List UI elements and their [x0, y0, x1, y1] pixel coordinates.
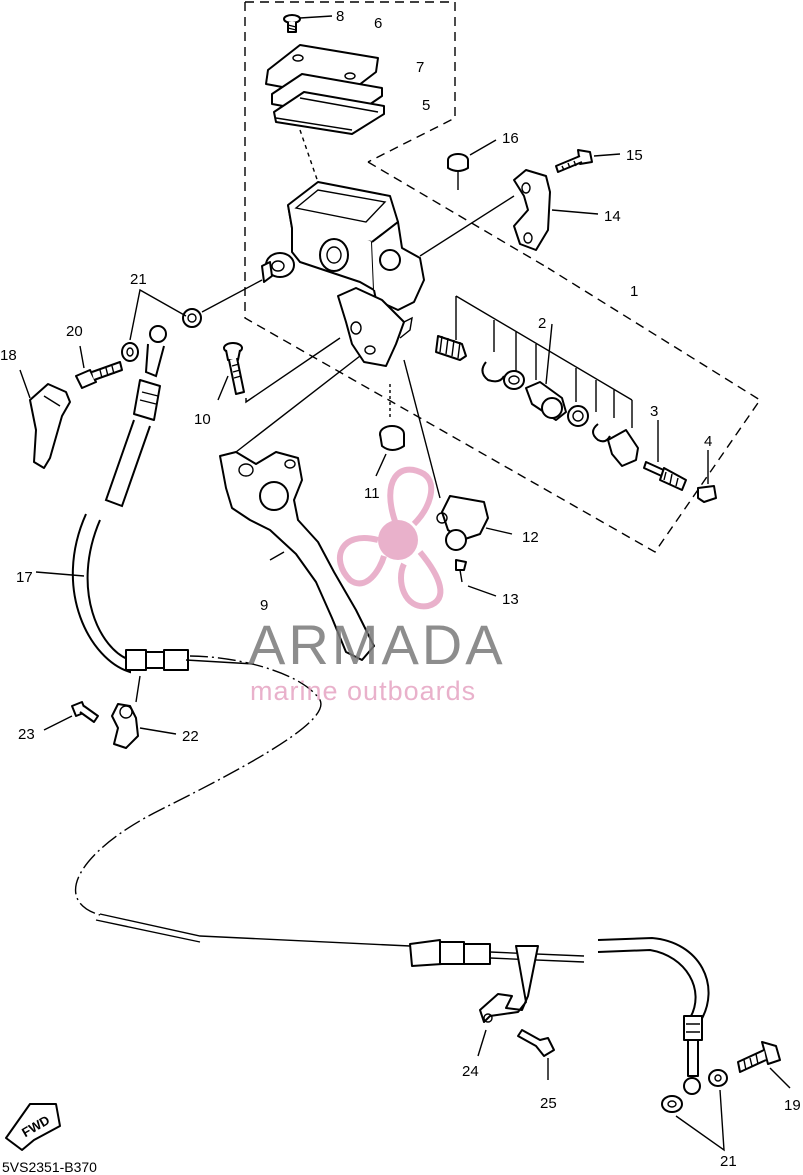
callout-23: 23: [18, 726, 35, 743]
callout-21-bottom: 21: [720, 1153, 737, 1170]
spring: [435, 335, 467, 361]
washer-21-left: [121, 342, 139, 362]
diaphragm-5: [273, 91, 385, 135]
rubber-cap-18: [19, 369, 71, 469]
clutch-hose-lower: [597, 936, 710, 1095]
fwd-arrow-icon: [5, 1103, 61, 1151]
piston-kit-2: [435, 295, 639, 467]
callout-14: 14: [604, 208, 621, 225]
callout-20: 20: [66, 323, 83, 340]
union-bolt-19: [737, 1041, 791, 1089]
callout-15: 15: [626, 147, 643, 164]
reservoir-cap-group: [265, 14, 385, 189]
armada-watermark: ARMADA marine outboards: [248, 466, 506, 706]
callout-11: 11: [364, 485, 380, 502]
push-rod-3: [643, 420, 687, 491]
screw-13: [455, 559, 497, 597]
clutch-lever-9: [219, 355, 375, 661]
callout-4: 4: [704, 433, 712, 450]
callout-2: 2: [538, 315, 546, 332]
callout-6: 6: [374, 15, 382, 32]
callout-7: 7: [416, 59, 424, 76]
collar-11: [375, 384, 405, 477]
callout-labels: 1 2 3 4 5 6 7 8 9 10 11 12 13 14 15 16 1…: [0, 8, 801, 1170]
callout-16: 16: [502, 130, 519, 147]
bolt-23: [43, 701, 99, 731]
clutch-hose-17: [35, 325, 322, 916]
clutch-pipe-lower: [95, 913, 585, 967]
callout-18: 18: [0, 347, 17, 364]
bolt-15: [555, 149, 621, 173]
washers-21-bottom: [661, 1069, 728, 1152]
callout-22: 22: [182, 728, 199, 745]
assembly-outline-1: [244, 1, 761, 553]
fwd-badge: FWD: [5, 1103, 61, 1151]
callout-24: 24: [462, 1063, 479, 1080]
callout-13: 13: [502, 591, 519, 608]
cap-16: [447, 139, 497, 190]
callout-8: 8: [336, 8, 344, 25]
callout-1: 1: [630, 283, 638, 300]
propeller-hub-icon: [378, 520, 418, 560]
union-bolt-20: [75, 345, 123, 389]
tagline-text: marine outboards: [250, 676, 476, 706]
clutch-switch-12: [403, 359, 513, 551]
holder-14: [513, 169, 599, 251]
dust-cap-4: [697, 450, 717, 503]
callout-5: 5: [422, 97, 430, 114]
callout-17: 17: [16, 569, 33, 586]
diagram-code: 5VS2351-B370: [2, 1159, 97, 1175]
washer-21-top: [182, 279, 263, 328]
clamp-22: [111, 675, 177, 749]
callout-3: 3: [650, 403, 658, 420]
callout-9: 9: [260, 597, 268, 614]
callout-19: 19: [784, 1097, 801, 1114]
callout-25: 25: [540, 1095, 557, 1112]
callout-10: 10: [194, 411, 211, 428]
circlip: [481, 361, 505, 383]
pipe-bracket-24: [477, 945, 539, 1057]
propeller-logo-icon: [337, 466, 444, 610]
bolt-10: [217, 337, 341, 404]
bolt-25: [517, 1029, 555, 1080]
master-cylinder-body: [261, 181, 425, 367]
callout-21-top: 21: [130, 271, 147, 288]
boot: [607, 429, 639, 467]
brand-text: ARMADA: [248, 613, 506, 676]
callout-12: 12: [522, 529, 539, 546]
screw-8: [283, 14, 301, 33]
